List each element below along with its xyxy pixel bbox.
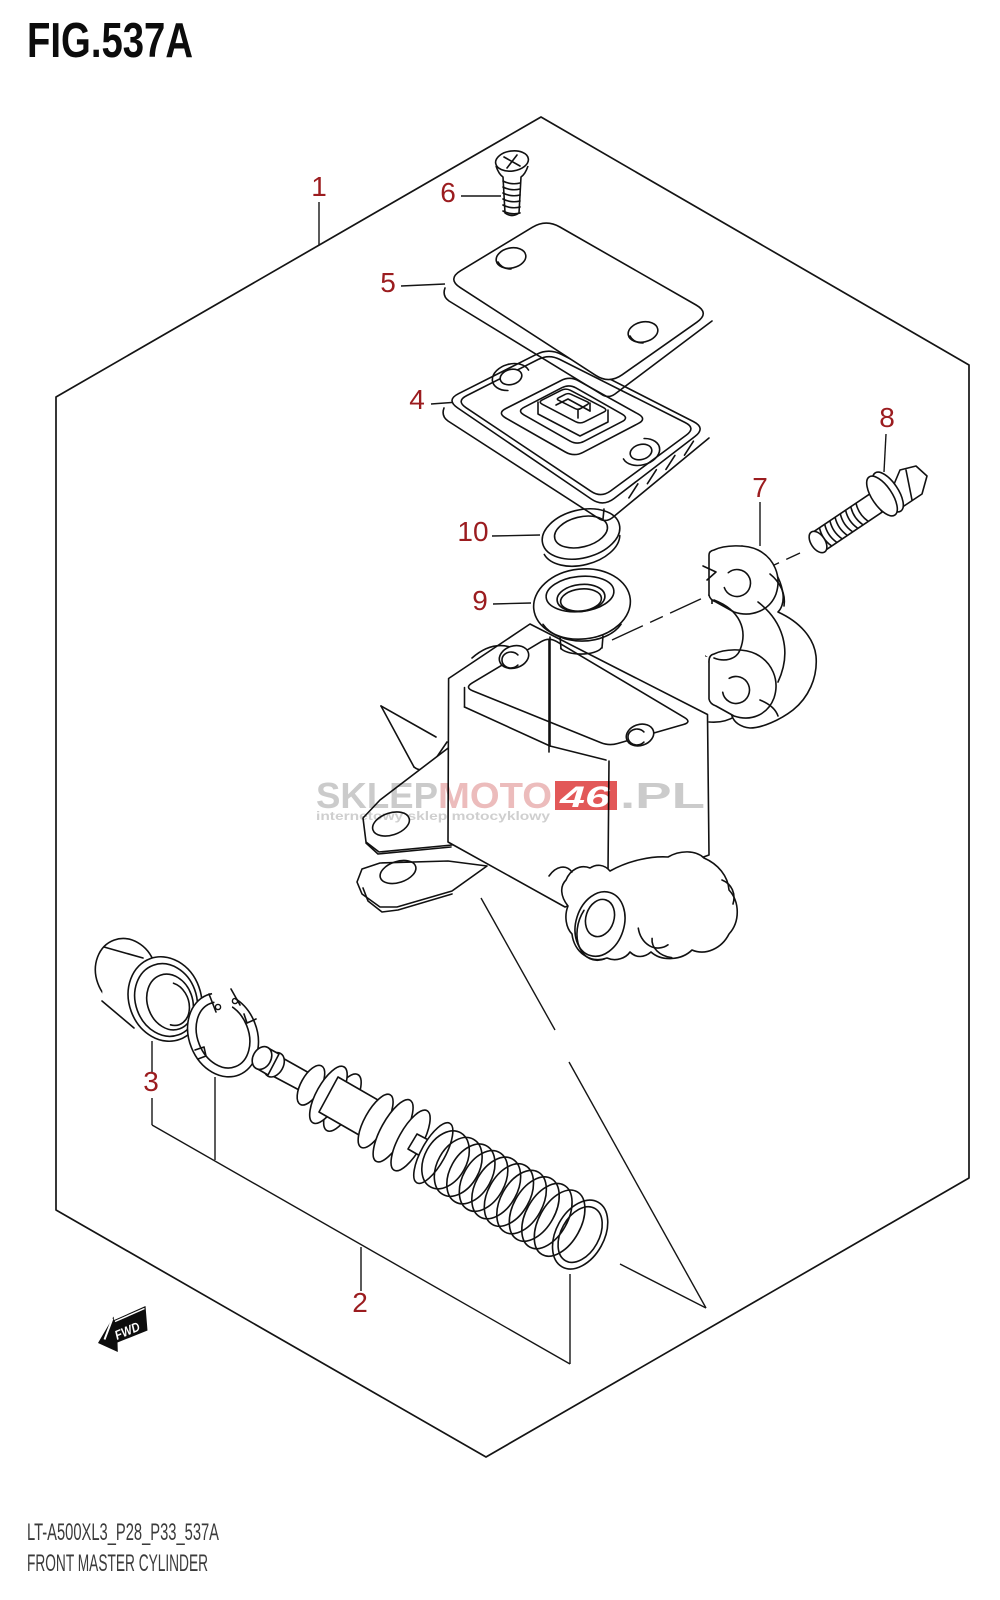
svg-text:10: 10 [457,516,488,547]
svg-text:internetowy sklep motocyklowy: internetowy sklep motocyklowy [316,811,551,823]
svg-text:2: 2 [352,1287,368,1318]
svg-text:6: 6 [440,177,456,208]
svg-text:SKLEP: SKLEP [316,775,438,816]
svg-text:.PL: .PL [620,775,705,816]
svg-text:LT-A500XL3_P28_P33_537A: LT-A500XL3_P28_P33_537A [27,1519,219,1546]
svg-text:4: 4 [409,384,425,415]
svg-text:3: 3 [143,1066,159,1097]
svg-text:FIG.537A: FIG.537A [27,14,193,68]
svg-text:MOTO: MOTO [438,775,552,816]
svg-text:5: 5 [380,267,396,298]
svg-text:7: 7 [752,472,768,503]
svg-text:8: 8 [879,402,895,433]
svg-text:FRONT MASTER CYLINDER: FRONT MASTER CYLINDER [27,1550,208,1577]
svg-text:1: 1 [311,171,327,202]
svg-text:9: 9 [472,585,488,616]
svg-text:46: 46 [559,781,611,814]
